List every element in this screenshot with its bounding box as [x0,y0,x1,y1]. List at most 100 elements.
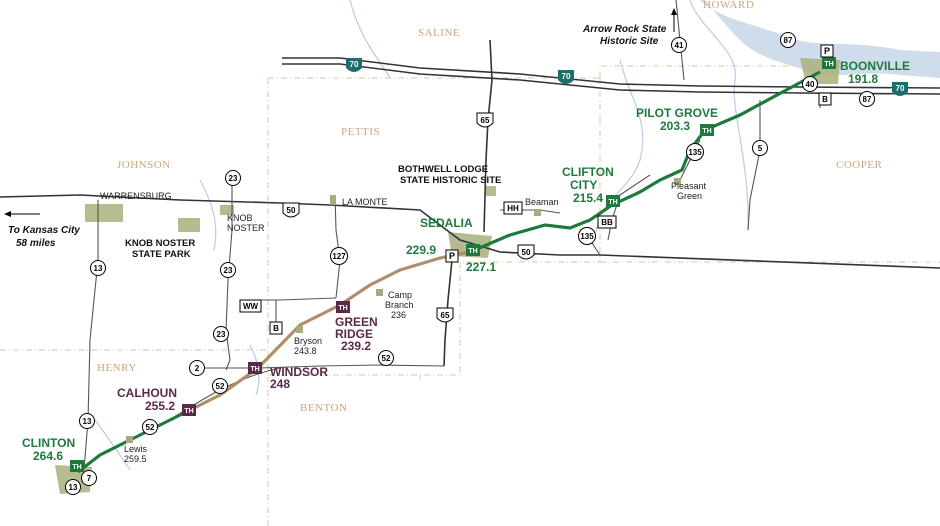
us-50-shield-east: 50 [517,244,535,260]
svg-text:TH: TH [468,248,477,255]
svg-text:87: 87 [784,36,793,45]
stop-labels: Pleasant Green Beaman Camp Branch 236 Br… [124,181,707,464]
label-windsor-mile: 248 [270,377,290,391]
note-arrow-rock-1: Arrow Rock State [582,24,667,35]
label-camp-branch-mile: 236 [391,310,406,320]
trailhead-icon-green-ridge: TH [336,301,350,313]
svg-text:23: 23 [224,266,233,275]
svg-text:P: P [449,251,455,261]
parking-icon-boonville: P [820,44,834,58]
route-shields: 13 13 13 7 23 23 23 127 52 52 52 2 135 1… [65,32,875,495]
label-camp-branch-2: Branch [385,300,414,310]
label-knob-noster-park-2: STATE PARK [132,249,191,260]
label-la-monte: LA MONTE [342,197,388,207]
county-labels: SALINE HOWARD JOHNSON PETTIS COOPER HENR… [97,0,882,414]
route-52-shield-2: 52 [212,378,228,394]
label-bryson: Bryson [294,336,322,346]
label-bryson-mile: 243.8 [294,346,317,356]
svg-text:P: P [824,46,830,56]
county-benton: BENTON [300,402,347,414]
lettered-routes: WW B B HH BB [239,92,832,335]
svg-text:13: 13 [69,483,78,492]
label-boonville: BOONVILLE [840,59,910,73]
label-green-ridge-2: RIDGE [335,327,373,341]
svg-text:B: B [822,95,828,104]
label-knob-noster-park-1: KNOB NOSTER [125,238,195,249]
parking-icon-sedalia: P [445,249,459,263]
arrow-left-icon [4,211,40,217]
svg-text:TH: TH [702,128,711,135]
label-clinton: CLINTON [22,436,75,450]
trailhead-icon-boonville: TH [822,57,836,69]
route-52-shield-1: 52 [378,350,394,366]
svg-text:23: 23 [229,174,238,183]
label-green-ridge-1: GREEN [335,315,378,329]
label-pleasant-green-1: Pleasant [671,181,707,191]
county-pettis: PETTIS [341,126,380,138]
label-knob-noster-2: NOSTER [227,223,265,233]
place-labels: WARRENSBURG KNOB NOSTER KNOB NOSTER STAT… [100,164,501,260]
svg-text:52: 52 [146,423,155,432]
label-knob-noster-1: KNOB [227,213,253,223]
svg-text:65: 65 [441,311,450,320]
label-pleasant-green-2: Green [677,191,702,201]
route-87-shield-1: 87 [780,32,796,48]
svg-text:52: 52 [382,354,391,363]
route-127-shield: 127 [330,247,348,265]
interstate-70-shield-3: 70 [892,82,908,96]
route-7-shield: 7 [81,470,97,486]
svg-text:40: 40 [806,80,815,89]
route-23-shield-3: 23 [213,326,229,342]
stop-markers [126,178,681,443]
route-hh-box: HH [503,201,523,215]
svg-text:52: 52 [216,382,225,391]
svg-text:41: 41 [675,41,684,50]
trailhead-icon-clifton-city: TH [606,195,620,207]
svg-text:B: B [273,324,279,333]
svg-text:70: 70 [896,84,905,93]
us-50-shield-west: 50 [282,202,300,218]
svg-text:50: 50 [287,206,296,215]
note-kansas-city-2: 58 miles [16,238,56,249]
route-b-box-boonville: B [818,92,832,106]
route-b-box-green-ridge: B [269,321,283,335]
label-camp-branch-1: Camp [388,290,412,300]
svg-text:23: 23 [217,330,226,339]
label-clifton-city-2: CITY [570,178,597,192]
svg-text:WW: WW [243,302,259,311]
svg-text:TH: TH [184,408,193,415]
label-beaman: Beaman [525,197,559,207]
label-windsor: WINDSOR [270,365,328,379]
trailhead-icon-calhoun: TH [182,404,196,416]
svg-text:13: 13 [83,417,92,426]
route-13-shield-3: 13 [65,479,81,495]
svg-text:TH: TH [608,199,617,206]
route-ww-box: WW [239,299,262,313]
label-clinton-mile: 264.6 [33,449,63,463]
note-kansas-city-1: To Kansas City [8,225,80,236]
svg-text:HH: HH [507,204,519,213]
svg-text:65: 65 [481,116,490,125]
interstate-70-shield-2: 70 [558,70,574,84]
route-23-shield-1: 23 [225,170,241,186]
label-warrensburg: WARRENSBURG [100,191,172,201]
svg-text:13: 13 [94,264,103,273]
route-52-shield-3: 52 [142,419,158,435]
label-lewis: Lewis [124,444,148,454]
county-henry: HENRY [97,362,137,374]
svg-text:BB: BB [601,218,613,227]
route-87-shield-2: 87 [859,91,875,107]
label-calhoun: CALHOUN [117,386,177,400]
route-23-shield-2: 23 [220,262,236,278]
svg-text:TH: TH [72,464,81,471]
label-lewis-mile: 259.5 [124,454,147,464]
trailhead-icon-sedalia: TH [466,244,480,256]
svg-text:7: 7 [87,474,92,483]
svg-text:50: 50 [522,248,531,257]
svg-text:70: 70 [350,60,359,69]
label-sedalia: SEDALIA [420,216,473,230]
route-13-shield-1: 13 [90,260,106,276]
svg-text:TH: TH [250,366,259,373]
interstate-70-shield-1: 70 [346,58,362,72]
svg-text:127: 127 [332,252,346,261]
